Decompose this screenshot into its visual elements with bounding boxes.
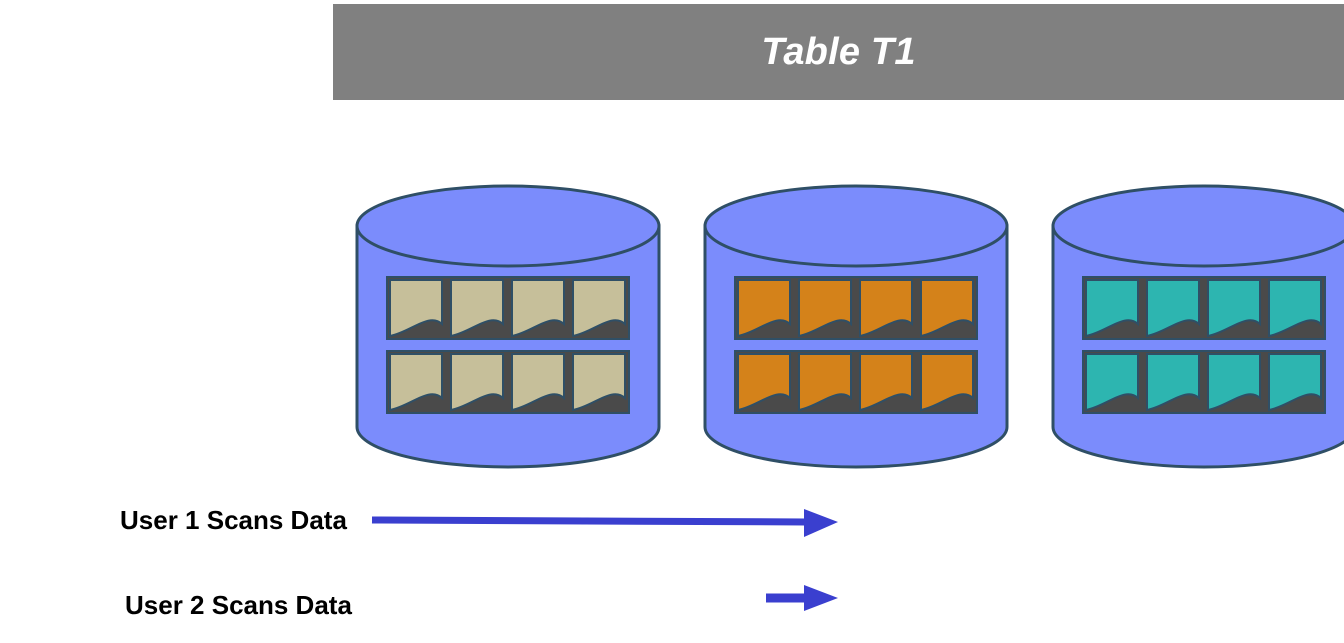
disk-group: [355, 184, 1344, 469]
table-title: Table T1: [761, 30, 916, 73]
user2-scan-arrow: [766, 585, 838, 611]
data-block: [1146, 279, 1200, 338]
data-block: [737, 279, 791, 338]
data-block: [511, 279, 565, 338]
data-block: [1268, 353, 1322, 412]
user2-scan-label: User 2 Scans Data: [125, 590, 352, 620]
data-block: [798, 353, 852, 412]
user1-arrow-shaft: [371, 516, 807, 526]
data-block: [1207, 353, 1261, 412]
data-block: [1085, 353, 1139, 412]
disk-2: [703, 184, 1009, 469]
table-title-bar: Table T1: [333, 4, 1344, 100]
disk-top: [703, 184, 1009, 268]
data-block: [798, 279, 852, 338]
disk-1: [355, 184, 661, 469]
data-block: [920, 279, 974, 338]
disk-top: [1051, 184, 1344, 268]
data-block: [511, 353, 565, 412]
data-block: [737, 353, 791, 412]
user2-arrowhead: [804, 585, 838, 611]
user1-scan-arrow: [371, 509, 838, 537]
data-block: [859, 353, 913, 412]
data-block: [572, 353, 626, 412]
data-block: [859, 279, 913, 338]
user1-arrowhead: [804, 509, 838, 537]
data-block: [450, 279, 504, 338]
disk-3: [1051, 184, 1344, 469]
data-block: [572, 279, 626, 338]
data-block: [1085, 279, 1139, 338]
data-block: [389, 279, 443, 338]
data-block: [1207, 279, 1261, 338]
user1-scan-label: User 1 Scans Data: [120, 505, 347, 535]
data-block: [389, 353, 443, 412]
data-block: [450, 353, 504, 412]
data-block: [1268, 279, 1322, 338]
disk-top: [355, 184, 661, 268]
data-block: [1146, 353, 1200, 412]
data-block: [920, 353, 974, 412]
